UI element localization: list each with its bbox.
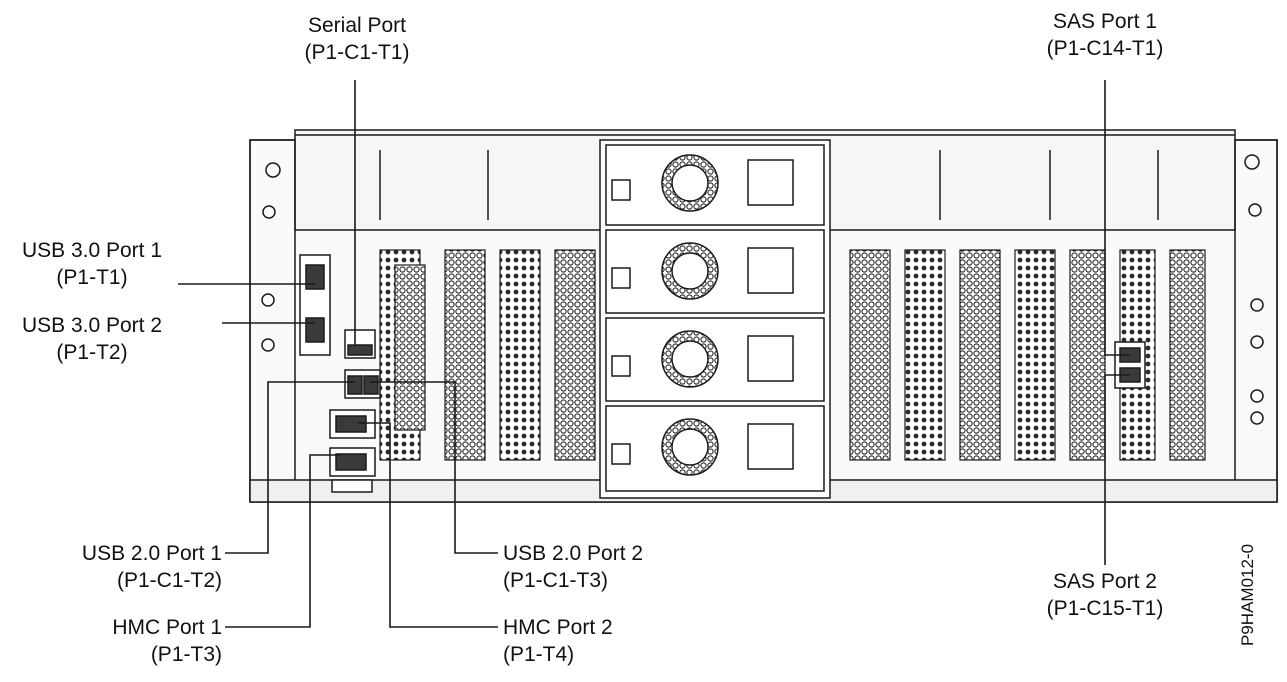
serial-port-code: (P1-C1-T1) [262, 39, 452, 66]
serial-port-name: Serial Port [262, 12, 452, 39]
hmc-port-1-code: (P1-T3) [20, 641, 222, 668]
hmc-port-2-code: (P1-T4) [503, 641, 703, 668]
usb30-port-1-code: (P1-T1) [2, 264, 182, 291]
hmc-port-1-name: HMC Port 1 [20, 614, 222, 641]
usb30-port-1-name: USB 3.0 Port 1 [2, 237, 182, 264]
usb30-port-2-name: USB 3.0 Port 2 [2, 312, 182, 339]
sas-port-1-label: SAS Port 1 (P1-C14-T1) [1010, 8, 1200, 62]
power-supplies [600, 140, 830, 498]
usb20-port-2-name: USB 2.0 Port 2 [503, 540, 723, 567]
usb20-port-1-code: (P1-C1-T2) [10, 567, 222, 594]
figure-id: P9HAM012-0 [1238, 544, 1258, 646]
hmc-port-2-name: HMC Port 2 [503, 614, 703, 641]
sas-port-2-label: SAS Port 2 (P1-C15-T1) [1010, 568, 1200, 622]
usb30-port-2-label: USB 3.0 Port 2 (P1-T2) [2, 312, 182, 366]
sas-ports [1115, 342, 1145, 388]
usb20-port-2-code: (P1-C1-T3) [503, 567, 723, 594]
sas-port-1-code: (P1-C14-T1) [1010, 35, 1200, 62]
hmc-port-2-label: HMC Port 2 (P1-T4) [503, 614, 703, 668]
usb20-port-1-name: USB 2.0 Port 1 [10, 540, 222, 567]
hmc-port-1-label: HMC Port 1 (P1-T3) [20, 614, 222, 668]
sas-port-2-code: (P1-C15-T1) [1010, 595, 1200, 622]
serial-port-label: Serial Port (P1-C1-T1) [262, 12, 452, 66]
usb30-port-1-label: USB 3.0 Port 1 (P1-T1) [2, 237, 182, 291]
sas-port-2-name: SAS Port 2 [1010, 568, 1200, 595]
usb30-port-2-code: (P1-T2) [2, 339, 182, 366]
sas-port-1-name: SAS Port 1 [1010, 8, 1200, 35]
usb20-port-2-label: USB 2.0 Port 2 (P1-C1-T3) [503, 540, 723, 594]
usb20-port-1-label: USB 2.0 Port 1 (P1-C1-T2) [10, 540, 222, 594]
